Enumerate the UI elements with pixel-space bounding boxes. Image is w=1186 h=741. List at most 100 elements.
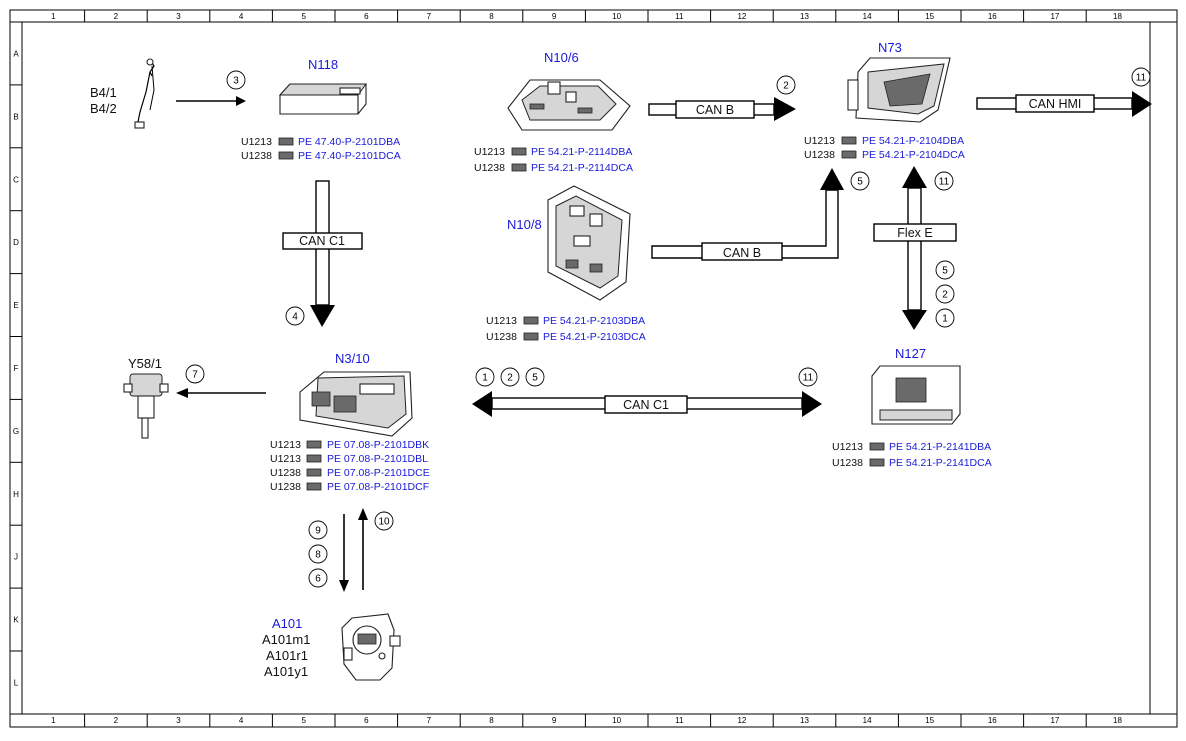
grid-col-number: 14 <box>863 716 872 725</box>
n3-10-ref-3[interactable]: PE 07.08-P-2101DCE <box>327 467 430 479</box>
grid-col-number: 9 <box>552 12 557 21</box>
hand-pointer-icon <box>278 151 294 160</box>
step-marker-11: 11 <box>934 171 954 191</box>
grid-row-letter: C <box>13 175 19 184</box>
grid-col-number: 10 <box>612 716 621 725</box>
drawing-frame <box>9 9 1178 728</box>
a101-sub-3: A101y1 <box>264 664 308 679</box>
can-b-top-label: CAN B <box>696 103 734 117</box>
can-b-lower-label: CAN B <box>723 246 761 260</box>
step-marker-number: 2 <box>783 81 789 92</box>
can-hmi-label: CAN HMI <box>1029 97 1082 111</box>
grid-row-letter: E <box>13 301 18 310</box>
n73-label: N73 <box>878 40 902 55</box>
step-marker-number: 11 <box>803 373 814 384</box>
n73-ref-2[interactable]: PE 54.21-P-2104DCA <box>862 149 965 161</box>
step-marker-number: 10 <box>378 517 390 528</box>
grid-col-number: 15 <box>925 12 934 21</box>
can-c1-horizontal-label: CAN C1 <box>623 398 669 412</box>
n10-8-label: N10/8 <box>507 217 542 232</box>
step-marker-number: 3 <box>233 76 239 87</box>
n118-label: N118 <box>308 57 338 72</box>
component-n73: N73 U1213 U1238 PE 54.21-P-2104DBA PE 54… <box>804 40 965 161</box>
step-marker-number: 9 <box>315 526 321 537</box>
step-marker-number: 2 <box>942 290 948 301</box>
component-b4: B4/1 B4/2 <box>90 58 155 129</box>
n3-10-ref-2[interactable]: PE 07.08-P-2101DBL <box>327 453 428 465</box>
n127-label: N127 <box>895 346 926 361</box>
step-marker-5: 5 <box>935 260 955 280</box>
grid-col-number: 8 <box>489 716 494 725</box>
purge-valve-icon <box>123 373 169 439</box>
bus-flex-e: Flex E <box>873 166 957 330</box>
grid-row-letter: G <box>13 427 19 436</box>
n118-code-1: U1213 <box>241 136 272 148</box>
fuel-level-sensor-icon <box>134 58 155 129</box>
step-marker-number: 11 <box>939 177 950 188</box>
hand-pointer-icon <box>511 147 527 156</box>
link-n3-10-to-y58-1 <box>176 388 266 398</box>
component-a101: A101 A101m1 A101r1 A101y1 <box>262 613 401 681</box>
n3-10-code-3: U1238 <box>270 467 301 479</box>
grid-col-number: 14 <box>863 12 872 21</box>
bus-can-hmi: CAN HMI <box>976 91 1152 117</box>
a101-label: A101 <box>272 616 302 631</box>
grid-col-number: 13 <box>800 12 809 21</box>
y58-1-label: Y58/1 <box>128 356 162 371</box>
n3-10-ref-4[interactable]: PE 07.08-P-2101DCF <box>327 481 429 493</box>
step-marker-number: 1 <box>942 314 948 325</box>
step-marker-number: 5 <box>857 177 863 188</box>
n10-8-code-2: U1238 <box>486 331 517 343</box>
throttle-valve-actuator-icon <box>341 613 401 681</box>
component-n118: N118 U1213 U1238 PE 47.40-P-2101DBA PE 4… <box>241 57 401 162</box>
n3-10-ref-1[interactable]: PE 07.08-P-2101DBK <box>327 439 429 451</box>
n127-code-1: U1213 <box>832 441 863 453</box>
sam-module-n10-8-icon <box>547 185 631 301</box>
step-marker-number: 7 <box>192 370 198 381</box>
link-n3-10-a101 <box>339 508 368 592</box>
grid-row-letter: D <box>13 238 19 247</box>
grid-row-letter: L <box>14 678 19 687</box>
step-marker-3: 3 <box>226 70 246 90</box>
flex-e-label: Flex E <box>897 226 932 240</box>
ignition-switch-n73-icon <box>847 57 951 123</box>
bus-can-b-lower: CAN B <box>651 168 844 261</box>
step-marker-4: 4 <box>285 306 305 326</box>
grid-col-number: 2 <box>114 12 119 21</box>
grid-col-number: 12 <box>737 716 746 725</box>
grid-col-number: 18 <box>1113 12 1122 21</box>
a101-sub-1: A101m1 <box>262 632 310 647</box>
hand-pointer-icon <box>841 150 857 159</box>
hand-pointer-icon <box>306 468 322 477</box>
n127-ref-1[interactable]: PE 54.21-P-2141DBA <box>889 441 991 453</box>
n127-ref-2[interactable]: PE 54.21-P-2141DCA <box>889 457 992 469</box>
n118-ref-2[interactable]: PE 47.40-P-2101DCA <box>298 150 401 162</box>
step-marker-1: 1 <box>935 308 955 328</box>
n10-8-ref-1[interactable]: PE 54.21-P-2103DBA <box>543 315 645 327</box>
n73-ref-1[interactable]: PE 54.21-P-2104DBA <box>862 135 964 147</box>
grid-col-number: 6 <box>364 12 369 21</box>
n10-6-ref-1[interactable]: PE 54.21-P-2114DBA <box>531 146 632 158</box>
n118-ref-1[interactable]: PE 47.40-P-2101DBA <box>298 136 400 148</box>
component-n10-8: N10/8 U1213 U1238 PE 54.21-P-2103DBA PE … <box>486 185 646 343</box>
grid-col-number: 12 <box>737 12 746 21</box>
grid-col-number: 15 <box>925 716 934 725</box>
grid-col-number: 17 <box>1050 12 1059 21</box>
n10-8-ref-2[interactable]: PE 54.21-P-2103DCA <box>543 331 646 343</box>
link-b4-to-n118 <box>176 96 246 106</box>
grid-col-number: 11 <box>675 12 684 21</box>
hand-pointer-icon <box>306 440 322 449</box>
n10-6-ref-2[interactable]: PE 54.21-P-2114DCA <box>531 162 633 174</box>
step-marker-8: 8 <box>308 544 328 564</box>
step-marker-5: 5 <box>525 367 545 387</box>
grid-col-number: 9 <box>552 716 557 725</box>
b4-2-label: B4/2 <box>90 101 117 116</box>
step-marker-number: 2 <box>507 373 513 384</box>
n3-10-label: N3/10 <box>335 351 370 366</box>
